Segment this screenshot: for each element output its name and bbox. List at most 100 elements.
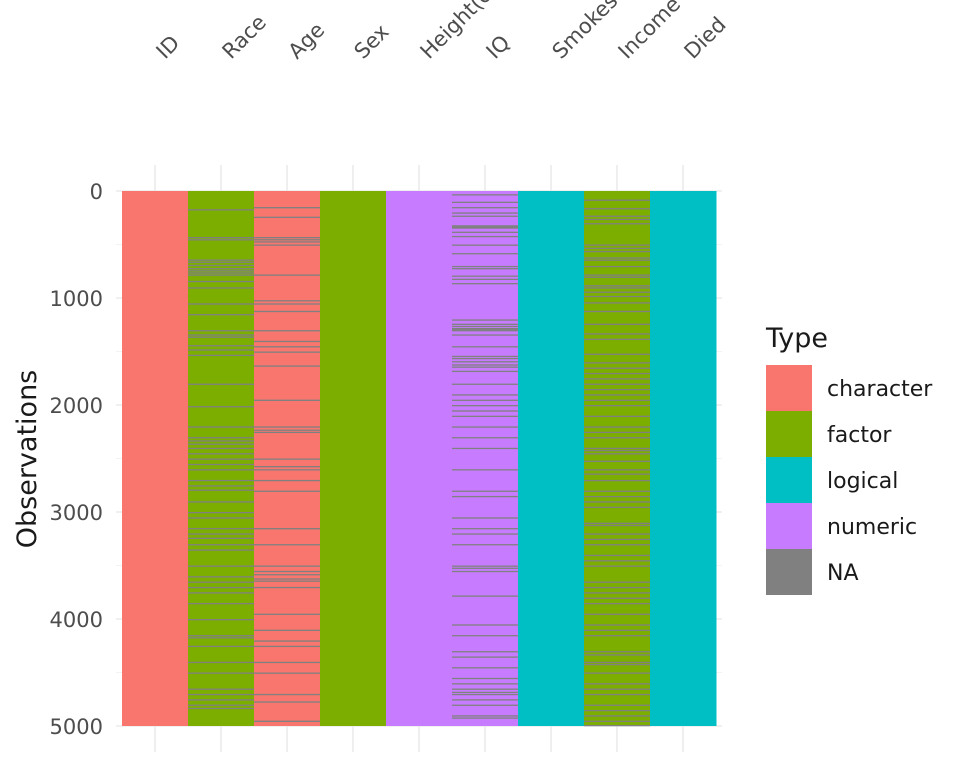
na-line xyxy=(254,701,320,703)
na-line xyxy=(584,544,650,546)
na-line xyxy=(188,661,254,664)
na-line xyxy=(584,663,650,666)
na-line xyxy=(452,677,518,680)
na-line xyxy=(584,265,650,268)
na-line xyxy=(452,383,518,385)
na-line xyxy=(584,613,650,615)
na-line xyxy=(452,656,518,658)
na-line xyxy=(584,490,650,492)
na-line xyxy=(584,250,650,253)
na-line xyxy=(584,338,650,340)
na-line xyxy=(584,437,650,439)
na-line xyxy=(188,406,254,408)
na-line xyxy=(188,635,254,637)
na-line xyxy=(452,346,518,348)
na-line xyxy=(254,351,320,353)
na-line xyxy=(188,383,254,385)
na-line xyxy=(188,426,254,428)
legend-label: logical xyxy=(827,469,898,494)
na-line xyxy=(452,207,518,209)
na-line xyxy=(452,275,518,277)
na-line xyxy=(452,366,518,368)
legend-key xyxy=(766,503,812,549)
na-line xyxy=(188,437,254,439)
na-line xyxy=(254,431,320,434)
na-line xyxy=(188,458,254,460)
na-line xyxy=(584,654,650,656)
na-line xyxy=(452,355,518,358)
na-line xyxy=(584,223,650,225)
na-line xyxy=(452,715,518,717)
na-line xyxy=(584,522,650,524)
na-line xyxy=(452,683,518,685)
na-line xyxy=(188,336,254,338)
legend-key xyxy=(766,365,812,411)
na-line xyxy=(584,460,650,462)
na-line xyxy=(254,426,320,428)
na-line xyxy=(584,597,650,599)
na-line xyxy=(452,226,518,228)
na-line xyxy=(254,274,320,276)
na-line xyxy=(188,512,254,514)
na-line xyxy=(254,570,320,573)
x-tick-label: ID xyxy=(152,31,185,64)
na-line xyxy=(452,469,518,471)
na-line xyxy=(254,693,320,696)
na-line xyxy=(188,239,254,241)
y-tick-label: 4000 xyxy=(50,608,103,632)
y-tick-label: 1000 xyxy=(50,287,103,311)
na-line xyxy=(584,291,650,293)
na-line xyxy=(584,693,650,696)
na-line xyxy=(584,383,650,385)
na-line xyxy=(584,683,650,685)
na-line xyxy=(254,479,320,482)
na-line xyxy=(254,346,320,348)
na-line xyxy=(452,667,518,669)
na-line xyxy=(254,490,320,492)
legend-label: NA xyxy=(827,561,859,586)
x-tick-label: Smokes xyxy=(548,0,623,64)
na-line xyxy=(584,704,650,706)
na-line xyxy=(584,565,650,567)
na-line xyxy=(188,645,254,648)
na-line xyxy=(452,410,518,412)
na-line xyxy=(188,440,254,442)
y-tick-label: 5000 xyxy=(50,715,103,739)
na-line xyxy=(452,265,518,268)
na-line xyxy=(584,333,650,335)
na-line xyxy=(584,399,650,401)
na-line xyxy=(452,334,518,336)
na-line xyxy=(584,524,650,527)
na-line xyxy=(254,465,320,468)
na-line xyxy=(452,319,518,321)
column-tile xyxy=(122,191,189,726)
na-line xyxy=(452,330,518,332)
na-line xyxy=(188,688,254,690)
legend-label: character xyxy=(827,377,933,402)
na-line xyxy=(452,278,518,281)
na-line xyxy=(584,720,650,722)
na-line xyxy=(254,580,320,582)
na-line xyxy=(452,447,518,450)
na-line xyxy=(188,469,254,471)
na-line xyxy=(254,661,320,664)
na-line xyxy=(452,704,518,706)
na-line xyxy=(188,334,254,336)
na-line xyxy=(584,431,650,434)
na-line xyxy=(584,586,650,589)
na-line xyxy=(254,365,320,367)
na-line xyxy=(254,645,320,648)
column-tile xyxy=(518,191,585,726)
na-line xyxy=(452,194,518,196)
na-line xyxy=(584,629,650,631)
na-line xyxy=(254,429,320,431)
na-line xyxy=(584,215,650,217)
na-line xyxy=(188,274,254,276)
na-line xyxy=(584,388,650,391)
na-line xyxy=(188,485,254,487)
na-line xyxy=(584,688,650,690)
y-tick-label: 3000 xyxy=(50,501,103,525)
na-line xyxy=(188,517,254,519)
na-line xyxy=(254,528,320,530)
na-line xyxy=(188,354,254,357)
